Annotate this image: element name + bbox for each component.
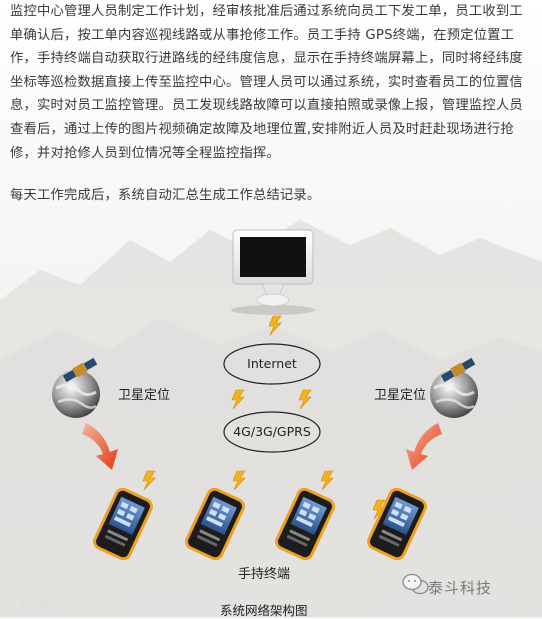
signal-bolt-icon bbox=[298, 389, 312, 410]
description-paragraph: 监控中心管理人员制定工作计划，经审核批准后通过系统向员工下发工单，员工收到工单确… bbox=[10, 4, 523, 161]
wechat-logo-icon bbox=[402, 573, 429, 595]
handheld-terminal-icon bbox=[182, 485, 248, 563]
satellite-left-label: 卫星定位 bbox=[118, 388, 171, 403]
handheld-label: 手持终端 bbox=[238, 567, 291, 582]
satellite-right-icon bbox=[428, 355, 480, 420]
satellite-arrow-left bbox=[82, 423, 118, 470]
monitor-icon bbox=[231, 229, 315, 315]
signal-bolt-icon bbox=[232, 470, 246, 491]
handheld-terminal-icon bbox=[90, 485, 156, 563]
handheld-terminal-icon bbox=[272, 485, 338, 563]
summary-paragraph: 每天工作完成后，系统自动汇总生成工作总结记录。 bbox=[10, 188, 321, 203]
satellite-left-icon bbox=[50, 355, 102, 420]
diagram-caption: 系统网络架构图 bbox=[220, 603, 308, 618]
internet-node bbox=[223, 343, 321, 385]
signal-bolt-icon bbox=[142, 470, 156, 491]
handheld-terminal-icon bbox=[364, 485, 430, 563]
signal-bolt-icon bbox=[268, 315, 282, 336]
signal-bolt-icon bbox=[231, 389, 245, 410]
internet-label: Internet bbox=[247, 356, 297, 371]
satellite-arrow-right bbox=[406, 423, 442, 470]
satellite-right-label: 卫星定位 bbox=[374, 388, 427, 403]
network-label: 4G/3G/GPRS bbox=[233, 424, 311, 439]
brand-name: 泰斗科技 bbox=[428, 579, 493, 597]
signal-bolt-icon bbox=[320, 470, 334, 491]
mobile-network-node bbox=[223, 411, 321, 453]
watermark-text: © 太阳网 图 bbox=[6, 600, 63, 611]
